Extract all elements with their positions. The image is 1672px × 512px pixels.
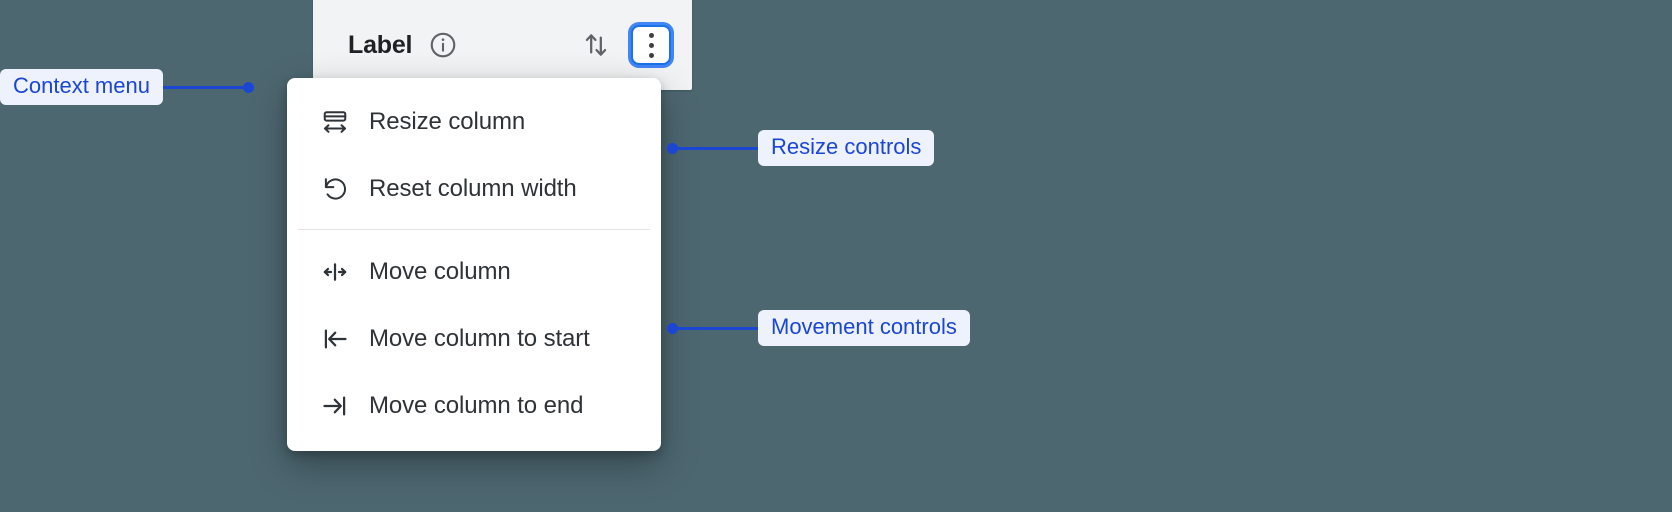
column-header-content: Label [348, 0, 676, 90]
kebab-dot-1 [648, 32, 654, 38]
menu-item-label: Move column to end [369, 391, 584, 419]
annotation-leader-line [162, 85, 243, 89]
annotation-leader-line [678, 146, 758, 150]
menu-item-move-column[interactable]: Move column [287, 238, 661, 305]
annotation-label: Resize controls [758, 130, 935, 166]
annotation-anchor-dot [667, 322, 678, 334]
annotation-anchor-dot [242, 81, 254, 93]
undo-reset-icon [321, 175, 349, 203]
sort-arrows-icon[interactable] [579, 28, 613, 62]
kebab-dot-2 [648, 42, 654, 48]
context-menu: Resize column Reset column width [287, 78, 661, 451]
move-to-end-icon [321, 392, 349, 420]
annotation-resize-controls: Resize controls [667, 130, 935, 166]
menu-item-move-column-to-end[interactable]: Move column to end [287, 372, 661, 439]
menu-item-label: Reset column width [369, 174, 577, 202]
info-circle-icon[interactable] [428, 30, 458, 60]
move-to-start-icon [321, 325, 349, 353]
menu-item-label: Move column [369, 257, 511, 285]
kebab-menu-button[interactable] [631, 25, 671, 65]
annotation-leader-line [678, 326, 758, 330]
menu-item-label: Move column to start [369, 324, 590, 352]
annotation-anchor-dot [667, 142, 678, 154]
annotation-context-menu: Context menu [0, 69, 254, 105]
menu-item-resize-column[interactable]: Resize column [287, 88, 661, 155]
page-title: Label [348, 30, 413, 59]
menu-divider [298, 229, 650, 230]
kebab-dot-3 [648, 52, 654, 58]
menu-item-move-column-to-start[interactable]: Move column to start [287, 305, 661, 372]
menu-item-reset-column-width[interactable]: Reset column width [287, 155, 661, 222]
menu-item-label: Resize column [369, 107, 526, 135]
move-left-right-icon [321, 258, 349, 286]
resize-column-icon [321, 108, 349, 136]
annotation-label: Movement controls [758, 310, 970, 346]
annotation-movement-controls: Movement controls [667, 310, 970, 346]
annotation-label: Context menu [0, 69, 163, 105]
column-header-panel: Label [313, 0, 692, 90]
